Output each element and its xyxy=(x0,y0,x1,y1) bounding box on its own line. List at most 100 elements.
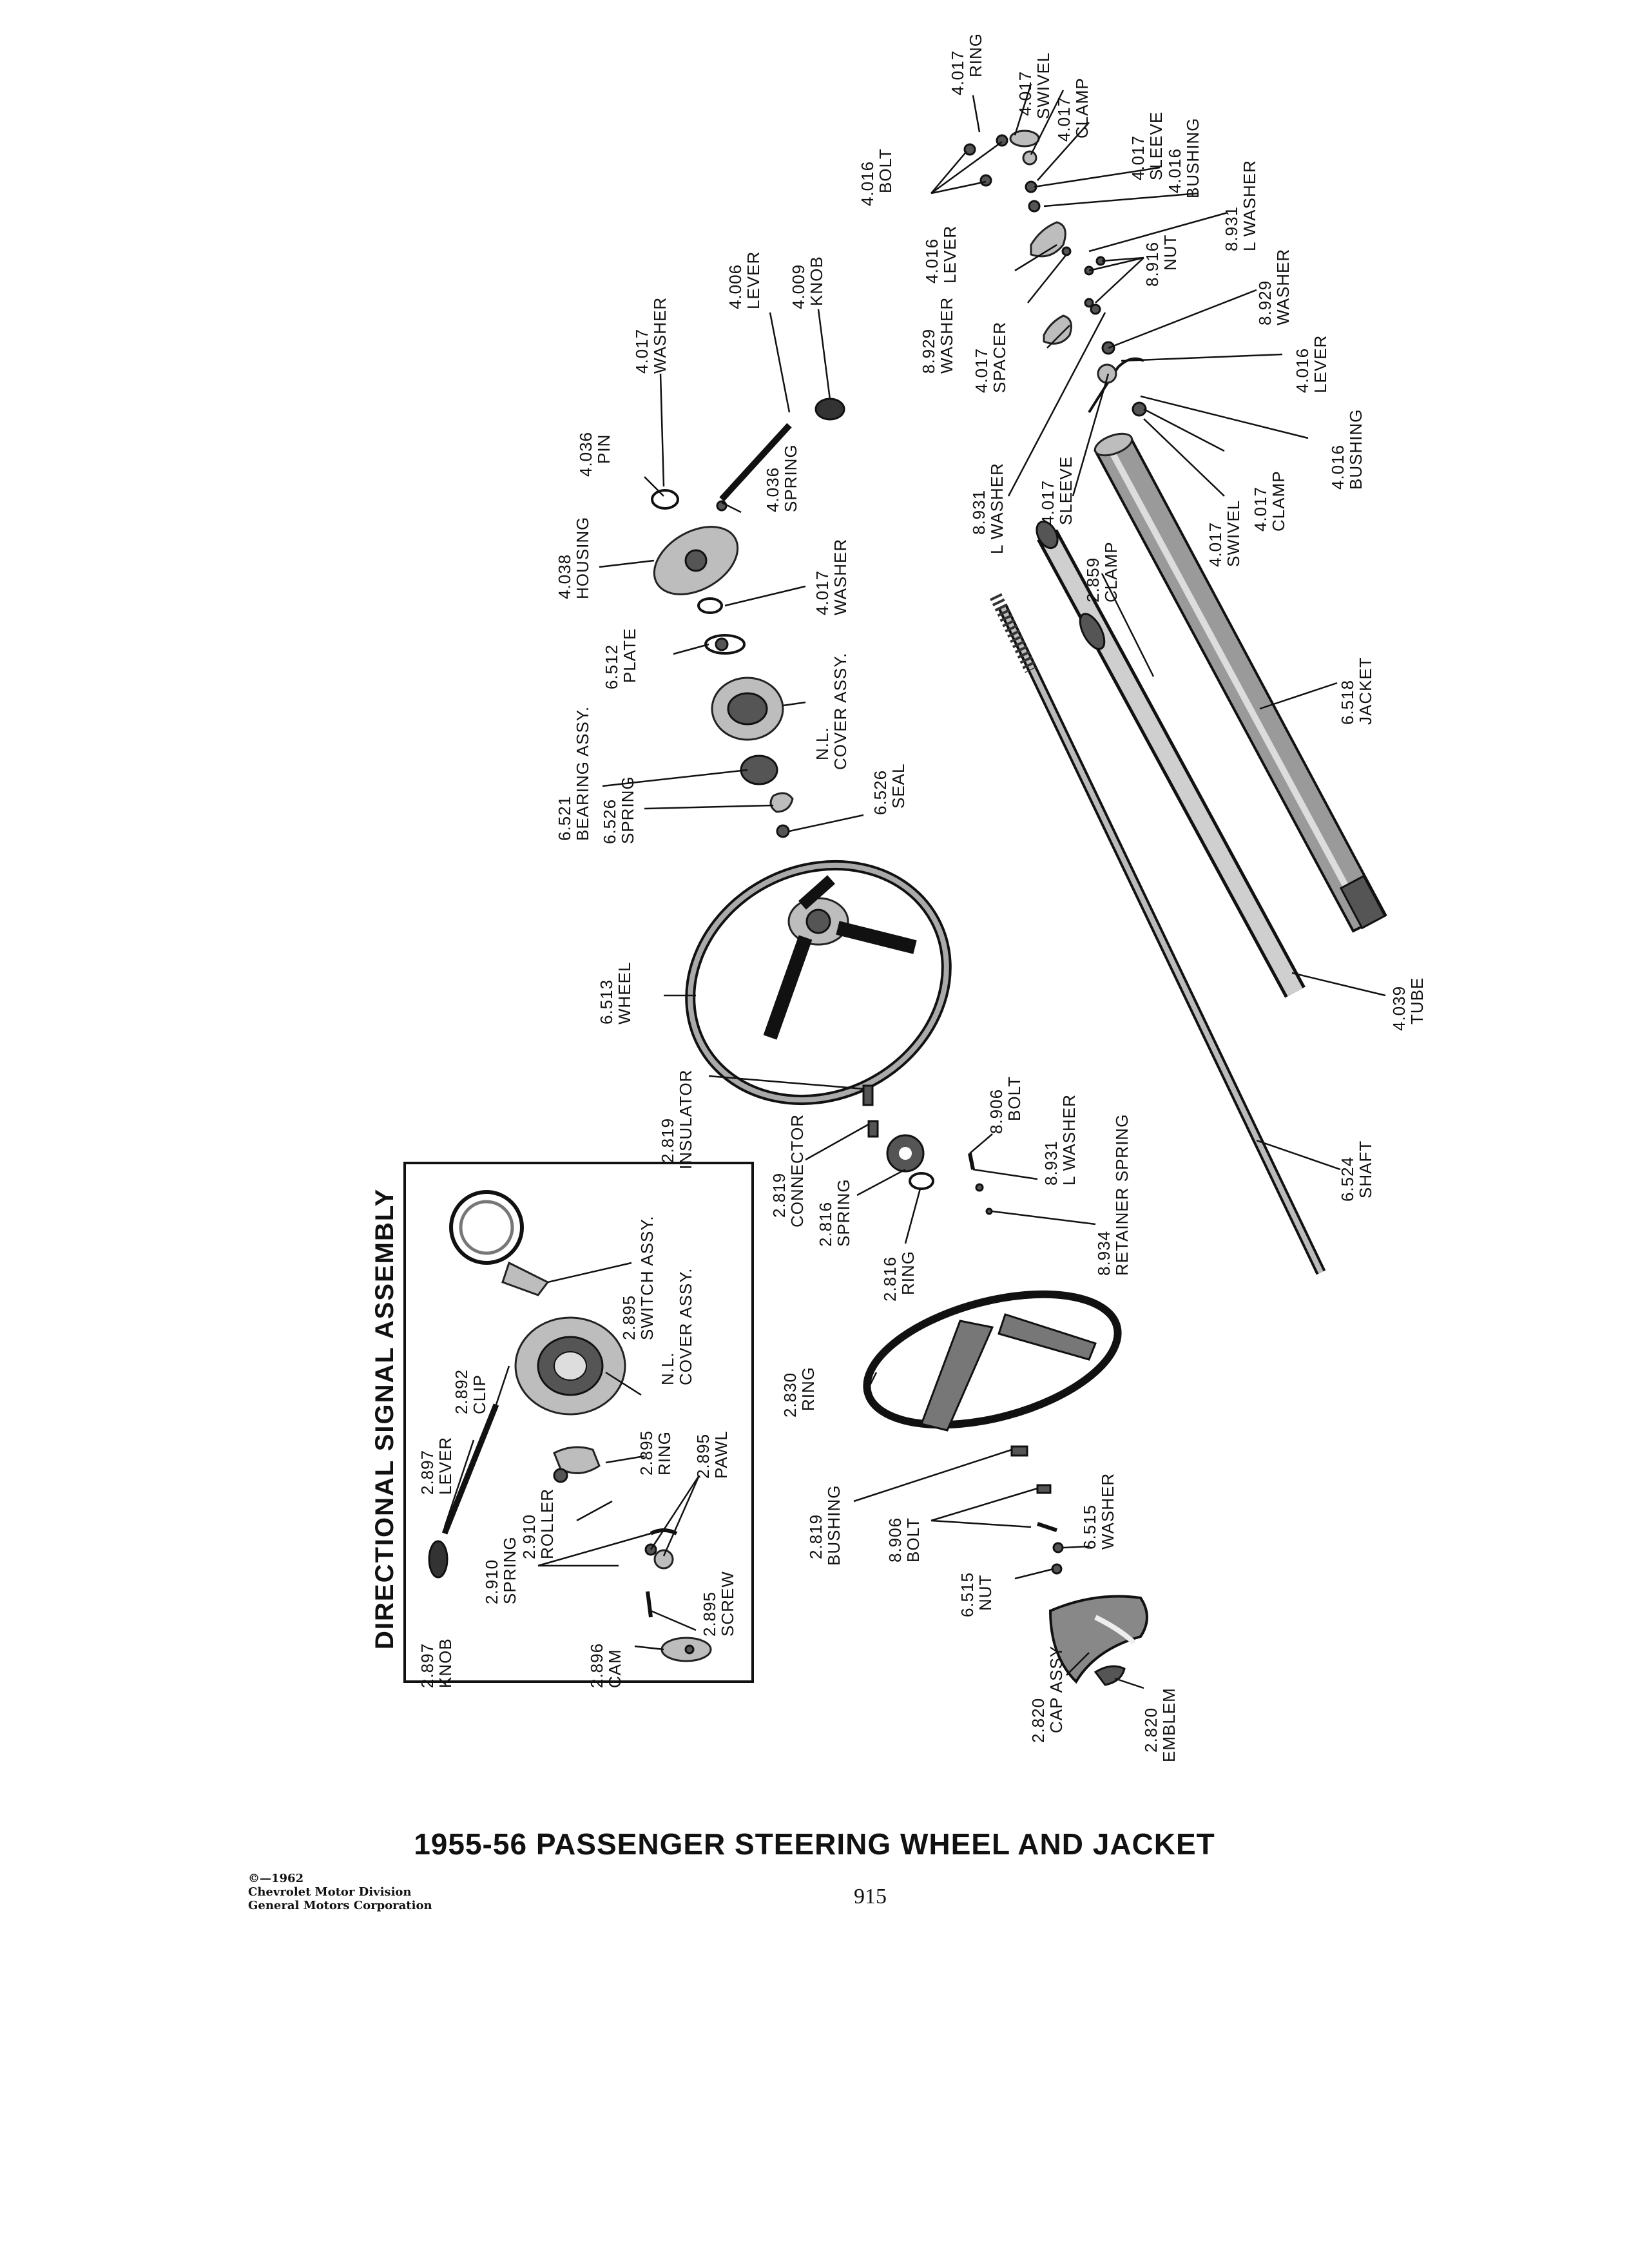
part-label-number: 6.524 xyxy=(1338,1157,1357,1202)
part-label-number: N.L. xyxy=(658,1352,677,1385)
part-label-number: 8.934 xyxy=(1094,1231,1113,1276)
cap-drawing xyxy=(1010,1445,1148,1686)
part-label-number: 4.016 xyxy=(1328,445,1347,490)
part-label-name: BEARING ASSY. xyxy=(573,706,592,841)
part-label-number: 6.515 xyxy=(1080,1504,1099,1550)
part-label-number: 8.929 xyxy=(919,329,938,374)
part-label-number: 8.916 xyxy=(1142,242,1162,287)
part-label-number: 6.521 xyxy=(555,796,574,841)
gearshift-lever-drawing xyxy=(651,398,845,655)
part-label-number: 4.006 xyxy=(726,264,745,309)
jacket-drawing xyxy=(1094,432,1387,933)
part-label-number: 4.016 xyxy=(922,238,941,284)
part-label-name: SHAFT xyxy=(1356,1140,1375,1198)
part-label-number: 8.931 xyxy=(1222,206,1241,251)
part-label-name: NUT xyxy=(976,1575,995,1611)
part-label-number: 4.017 xyxy=(1206,522,1225,567)
part-label-name: SWIVEL xyxy=(1224,500,1243,567)
part-label-name: PAWL xyxy=(711,1430,731,1479)
part-label-name: SCREW xyxy=(718,1571,737,1637)
part-label-name: LEVER xyxy=(1311,335,1330,393)
part-label-number: 8.931 xyxy=(1041,1140,1061,1186)
part-labels: 4.017 RING 4.017 SWIVEL 4.017 CLAMP 4.01… xyxy=(555,33,1427,1762)
part-label-number: N.L. xyxy=(813,727,832,760)
part-label-name: WASHER xyxy=(650,297,670,374)
part-label-name: RING xyxy=(655,1431,674,1475)
part-label-name: LEVER xyxy=(436,1437,455,1495)
part-label-name: CLIP xyxy=(470,1374,489,1414)
part-label-name: ROLLER xyxy=(537,1488,557,1559)
steering-wheel-drawing xyxy=(685,860,952,1106)
part-label-number: 4.036 xyxy=(763,467,782,512)
copyright-line: General Motors Corporation xyxy=(248,1899,432,1912)
part-label-name: BOLT xyxy=(903,1517,923,1562)
shaft-drawing xyxy=(989,593,1326,1275)
directional-signal-inset: DIRECTIONAL SIGNAL ASSEMBLY xyxy=(371,1162,754,1683)
part-label-number: 2.820 xyxy=(1141,1707,1161,1753)
part-label-name: TUBE xyxy=(1407,977,1427,1024)
inset-frame xyxy=(403,1162,754,1683)
part-label-number: 4.017 xyxy=(1016,71,1035,116)
part-label-number: 2.910 xyxy=(482,1559,501,1604)
part-label-number: 4.017 xyxy=(632,329,651,374)
part-label-number: 6.512 xyxy=(602,644,621,689)
part-label-name: CLAMP xyxy=(1101,541,1121,602)
part-label-name: LEVER xyxy=(940,226,959,284)
part-label-name: CONNECTOR xyxy=(787,1114,807,1227)
turn-signal-parts-drawing xyxy=(428,1190,712,1662)
part-label-number: 2.859 xyxy=(1083,557,1103,602)
part-label-name: SPACER xyxy=(990,322,1009,393)
part-label-name: BUSHING xyxy=(1346,409,1365,490)
part-label-name: WASHER xyxy=(937,297,956,374)
part-label-number: 2.895 xyxy=(619,1295,639,1340)
tube-drawing xyxy=(1036,520,1306,998)
part-label-name: RING xyxy=(898,1251,918,1295)
horn-ring-drawing xyxy=(863,1290,1122,1432)
part-label-number: 4.039 xyxy=(1389,986,1409,1031)
part-label-number: 2.896 xyxy=(587,1643,606,1688)
part-label-number: 8.929 xyxy=(1255,280,1275,325)
part-label-name: CLAMP xyxy=(1072,77,1092,139)
part-label-number: 4.017 xyxy=(948,50,967,95)
part-label-number: 6.518 xyxy=(1338,680,1357,725)
part-label-name: RING xyxy=(798,1367,818,1411)
part-label-name: L WASHER xyxy=(1059,1094,1079,1186)
part-label-name: KNOB xyxy=(807,256,826,306)
part-label-name: NUT xyxy=(1161,235,1180,271)
part-label-name: EMBLEM xyxy=(1159,1687,1179,1762)
inset-labels: 2.897 KNOB 2.897 LEVER 2.892 CLIP 2.895 … xyxy=(418,1215,737,1688)
part-label-number: 6.526 xyxy=(600,799,619,844)
part-label-name: BOLT xyxy=(876,148,895,193)
shift-linkage-drawing xyxy=(963,130,1147,417)
part-label-number: 2.819 xyxy=(769,1173,789,1218)
part-label-number: 2.897 xyxy=(418,1643,437,1688)
part-label-name: RETAINER SPRING xyxy=(1112,1114,1132,1276)
part-label-name: WASHER xyxy=(1273,249,1293,325)
part-label-number: 6.515 xyxy=(958,1572,977,1617)
part-label-name: WHEEL xyxy=(615,962,634,1024)
part-label-name: CLAMP xyxy=(1269,470,1288,532)
part-label-number: 2.816 xyxy=(880,1256,900,1302)
part-label-number: 2.895 xyxy=(700,1591,719,1637)
part-label-name: SPRING xyxy=(500,1536,519,1604)
part-label-name: JACKET xyxy=(1356,657,1375,725)
part-drawings xyxy=(428,130,1387,1686)
part-label-number: 6.513 xyxy=(597,979,616,1024)
part-label-name: SWITCH ASSY. xyxy=(637,1215,657,1340)
copyright-notice: ©—1962 Chevrolet Motor Division General … xyxy=(248,1872,432,1912)
part-label-number: 4.017 xyxy=(1038,480,1057,525)
part-label-number: 2.816 xyxy=(816,1202,835,1247)
part-label-number: 4.017 xyxy=(972,348,991,393)
part-label-name: INSULATOR xyxy=(676,1070,695,1169)
part-label-number: 8.906 xyxy=(885,1517,905,1562)
part-label-number: 8.906 xyxy=(987,1089,1006,1134)
part-label-number: 4.016 xyxy=(858,161,877,206)
part-label-number: 2.910 xyxy=(519,1514,539,1559)
part-label-number: 2.819 xyxy=(806,1514,825,1559)
part-label-name: SLEEVE xyxy=(1146,111,1166,180)
part-label-name: SPRING xyxy=(618,776,637,844)
part-label-number: 4.017 xyxy=(1128,135,1148,180)
part-label-name: BUSHING xyxy=(824,1485,843,1566)
part-label-name: CAP ASSY xyxy=(1046,1646,1066,1733)
